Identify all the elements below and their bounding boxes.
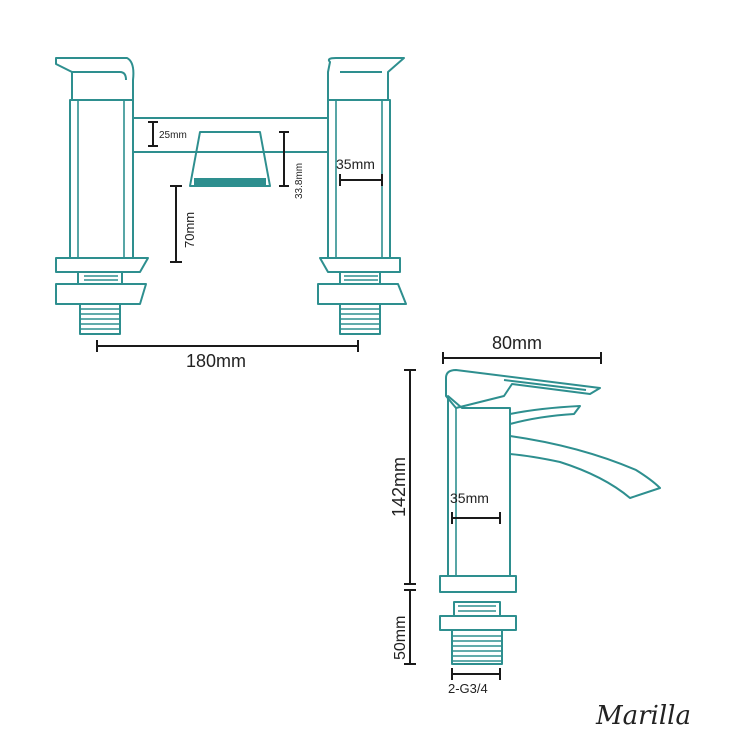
dim-basin-height-line [404, 369, 416, 585]
dim-basin-width-line [451, 512, 501, 524]
bridge-mixer [55, 57, 407, 335]
brand-logo-text: Marilla [595, 701, 691, 731]
basin-body [447, 395, 511, 577]
dim-tail-line [404, 589, 416, 665]
dim-handle-drop-label: 25mm [159, 130, 187, 141]
basin-base [439, 575, 517, 665]
dim-centers-label: 180mm [186, 351, 246, 371]
dim-spout-height-label: 33.8mm [294, 163, 305, 199]
dim-bridge-height-label: 70mm [182, 212, 197, 248]
right-pillar [317, 57, 407, 335]
thread-size-label: 2-G3/4 [448, 681, 488, 696]
bridge-bar [133, 117, 328, 153]
dim-tail-label: 50mm [392, 616, 409, 660]
basin-thread [452, 605, 502, 662]
bridge-spout [189, 131, 271, 187]
basin-lever [445, 369, 601, 409]
dim-basin-width-label: 35mm [450, 490, 489, 506]
dim-projection-label: 80mm [492, 333, 542, 353]
dim-bridge-height-line [170, 185, 182, 263]
left-thread [80, 275, 120, 330]
dim-bridge-width-line [339, 174, 383, 186]
dim-centers-line [96, 340, 359, 352]
dimension-lines [96, 121, 602, 680]
dim-handle-drop-line [148, 121, 158, 147]
dimension-labels: 25mm 33.8mm 35mm 70mm 180mm 80mm 142mm 5… [159, 130, 542, 696]
left-pillar [55, 57, 149, 335]
basin-spout [509, 405, 661, 499]
dim-spout-height-line [279, 131, 289, 187]
dim-bridge-width-label: 35mm [336, 156, 375, 172]
dim-thread-line [451, 668, 501, 680]
basin-mixer [439, 369, 661, 665]
right-thread [340, 275, 380, 330]
dim-projection-line [442, 352, 602, 364]
dim-basin-height-label: 142mm [389, 457, 409, 517]
